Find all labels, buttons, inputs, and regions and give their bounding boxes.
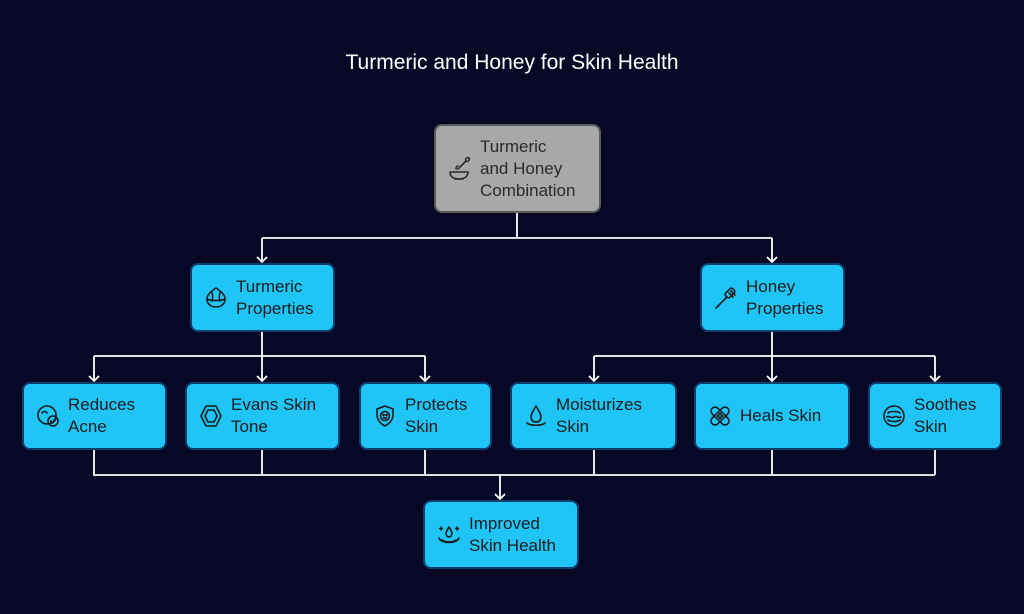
node-evens-skin-tone: Evans Skin Tone xyxy=(185,382,340,450)
node-label: Evans Skin Tone xyxy=(231,395,317,436)
node-label: Improved Skin Health xyxy=(469,513,556,555)
node-label: Turmeric and Honey Combination xyxy=(480,136,576,200)
honey-dipper-icon xyxy=(712,284,740,312)
connector-honey-split xyxy=(594,331,935,357)
connector-root-split xyxy=(262,212,772,239)
shield-face-icon xyxy=(371,402,399,430)
node-label: Moisturizes Skin xyxy=(556,395,642,436)
node-label: Honey Properties xyxy=(746,276,824,318)
honey-dipper-bowl-icon xyxy=(446,155,474,183)
node-honey-properties: Honey Properties xyxy=(700,263,845,332)
node-protects-skin: Protects Skin xyxy=(359,382,492,450)
turmeric-root-icon xyxy=(202,284,230,312)
node-label: Heals Skin xyxy=(740,406,822,425)
node-reduces-acne: Reduces Acne xyxy=(22,382,167,450)
node-soothes-skin: Soothes Skin xyxy=(868,382,1002,450)
node-heals-skin: Heals Skin xyxy=(694,382,850,450)
node-improved-skin-health: Improved Skin Health xyxy=(423,500,579,569)
face-check-icon xyxy=(34,402,62,430)
node-label: Reduces Acne xyxy=(68,395,136,436)
water-drop-icon xyxy=(522,402,550,430)
node-label: Protects Skin xyxy=(405,395,468,436)
node-moisturizes-skin: Moisturizes Skin xyxy=(510,382,677,450)
connector-merge xyxy=(93,449,936,476)
node-label: Turmeric Properties xyxy=(236,276,314,318)
node-label: Soothes Skin xyxy=(914,395,977,436)
node-turmeric-properties: Turmeric Properties xyxy=(190,263,335,332)
hexagon-nut-icon xyxy=(197,402,225,430)
bandage-icon xyxy=(706,402,734,430)
connector-turmeric-split xyxy=(94,331,425,357)
sparkle-drop-icon xyxy=(435,521,463,549)
soothing-waves-icon xyxy=(880,402,908,430)
diagram-title: Turmeric and Honey for Skin Health xyxy=(345,51,679,74)
node-turmeric-honey-combination: Turmeric and Honey Combination xyxy=(434,124,601,213)
